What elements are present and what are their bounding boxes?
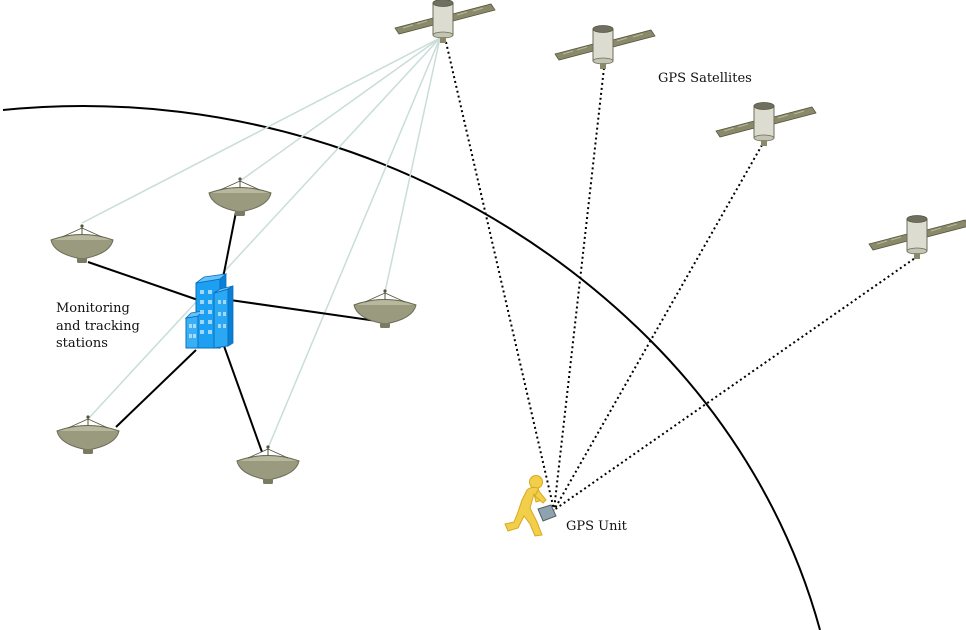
signal-line xyxy=(445,41,555,511)
uplink-line xyxy=(384,37,441,293)
person-icon xyxy=(504,475,547,537)
uplink-line xyxy=(81,37,441,224)
uplink-lines xyxy=(81,37,441,449)
satellite-icon xyxy=(715,102,817,147)
wired-link xyxy=(229,299,385,323)
signal-lines xyxy=(445,41,919,511)
dish-antenna-icon xyxy=(236,444,300,485)
stations-label-line3: stations xyxy=(56,336,108,351)
wired-link xyxy=(115,349,197,428)
wired-link xyxy=(221,211,237,284)
dish-antenna-icon xyxy=(208,176,272,217)
stations-label-line1: Monitoring xyxy=(56,301,130,316)
earth-horizon-curve xyxy=(2,104,821,630)
uplink-line xyxy=(239,37,441,182)
satellite-icon xyxy=(394,0,496,44)
satellites-label: GPS Satellites xyxy=(658,71,752,86)
wired-links xyxy=(87,211,385,453)
signal-line xyxy=(553,144,763,511)
stations-label-line2: and tracking xyxy=(56,319,140,334)
dish-antenna-icon xyxy=(50,223,114,264)
uplink-line xyxy=(267,37,441,449)
wired-link xyxy=(223,345,263,453)
signal-line xyxy=(553,255,919,511)
satellite-icon xyxy=(554,25,656,70)
gps-device-icon xyxy=(537,504,557,522)
wired-link xyxy=(87,261,199,301)
signal-line xyxy=(553,67,605,511)
uplink-line xyxy=(87,37,441,420)
gps-unit-label: GPS Unit xyxy=(566,519,628,534)
dish-antenna-icon xyxy=(353,288,417,329)
dish-antenna-icon xyxy=(56,414,120,455)
satellite-icon xyxy=(868,215,966,260)
building-icon xyxy=(184,273,234,349)
